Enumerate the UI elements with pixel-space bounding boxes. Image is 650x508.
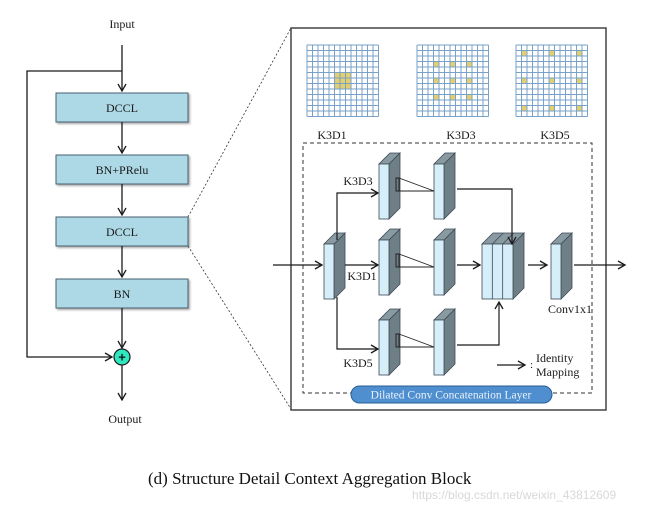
- kernel-tap: [549, 50, 555, 56]
- branch-arrow-bottom: [336, 297, 380, 354]
- concat-arrow-top: [457, 188, 517, 246]
- branch-label-top: K3D3: [343, 174, 372, 188]
- feature-map-input: [323, 232, 346, 300]
- legend-line2: Mapping: [536, 365, 579, 379]
- feature-maps: [323, 152, 573, 376]
- kernel-tap: [549, 78, 555, 84]
- detail-panel: K3D1 K3D3 K3D5 K3D3 K3D1 K3D5 Conv1x1 : …: [273, 27, 627, 411]
- block-label: DCCL: [106, 225, 138, 239]
- kernel-grid-k3d5: [515, 44, 588, 117]
- block-label: DCCL: [106, 101, 138, 115]
- kernel-tap: [466, 78, 472, 84]
- kernel-tap: [345, 83, 351, 89]
- legend-line1: Identity: [536, 351, 573, 365]
- conv1x1-label: Conv1x1: [548, 302, 592, 316]
- kernel-tap: [466, 94, 472, 100]
- kernel-grid-k3d1: [306, 44, 379, 117]
- feature-map-concat: [481, 232, 525, 300]
- kernel-grid-k3d3: [416, 44, 489, 117]
- feature-map-branch-middle-2: [433, 228, 456, 296]
- kernel-tap: [466, 61, 472, 67]
- kernel-tap: [433, 61, 439, 67]
- sum-node: +: [113, 348, 131, 366]
- kernel-tap: [576, 105, 582, 111]
- plus-icon: +: [118, 350, 126, 365]
- kernel-tap: [521, 50, 527, 56]
- feature-map-branch-bottom-1: [378, 308, 401, 376]
- receptive-field-cone: [395, 177, 435, 192]
- input-label: Input: [109, 17, 135, 31]
- kernel-tap: [521, 105, 527, 111]
- kernel-tap: [521, 78, 527, 84]
- feature-map-conv1x1: [550, 232, 573, 300]
- block-label: BN+PRelu: [96, 163, 149, 177]
- zoom-connector-bottom: [187, 245, 292, 410]
- zoom-connector-top: [187, 27, 292, 218]
- kernel-tap: [334, 72, 340, 78]
- kernel-label-k3d3: K3D3: [446, 128, 475, 142]
- kernel-tap: [549, 105, 555, 111]
- kernel-tap: [334, 78, 340, 84]
- block-dccl-1[interactable]: DCCL: [55, 92, 189, 123]
- kernel-tap: [340, 78, 346, 84]
- kernel-tap: [433, 78, 439, 84]
- branch-label-bottom: K3D5: [343, 356, 372, 370]
- kernel-label-k3d1: K3D1: [317, 128, 346, 142]
- block-bn[interactable]: BN: [55, 278, 189, 309]
- kernel-grids: [306, 44, 588, 117]
- kernel-tap: [340, 72, 346, 78]
- kernel-tap: [433, 94, 439, 100]
- kernel-tap: [450, 78, 456, 84]
- skip-connection-arrow: [26, 70, 122, 362]
- layer-title-pill: Dilated Conv Concatenation Layer: [350, 385, 553, 404]
- branch-arrow-top: [336, 188, 380, 240]
- feature-map-branch-middle-1: [378, 228, 401, 296]
- kernel-tap: [345, 78, 351, 84]
- kernel-tap: [345, 72, 351, 78]
- legend-colon: :: [530, 359, 533, 371]
- kernel-label-k3d5: K3D5: [540, 128, 569, 142]
- kernel-tap: [450, 94, 456, 100]
- layer-title: Dilated Conv Concatenation Layer: [371, 390, 532, 402]
- kernel-tap: [334, 83, 340, 89]
- concat-arrow-bottom: [457, 300, 504, 346]
- block-bn-prelu[interactable]: BN+PRelu: [55, 154, 189, 185]
- kernel-tap: [340, 83, 346, 89]
- feature-map-branch-top-2: [433, 152, 456, 220]
- output-label: Output: [108, 412, 142, 426]
- feature-map-branch-bottom-2: [433, 308, 456, 376]
- figure-caption: (d) Structure Detail Context Aggregation…: [148, 469, 472, 488]
- kernel-tap: [450, 61, 456, 67]
- branch-label-middle: K3D1: [347, 269, 376, 283]
- receptive-field-cone: [395, 333, 435, 348]
- left-flow: Input DCCL BN+PRelu DCCL BN + O: [26, 17, 189, 426]
- receptive-field-cone: [395, 253, 435, 268]
- kernel-tap: [576, 50, 582, 56]
- kernel-tap: [576, 78, 582, 84]
- block-label: BN: [114, 287, 131, 301]
- dccl-layer-box: [302, 142, 593, 394]
- block-dccl-2[interactable]: DCCL: [55, 216, 189, 247]
- feature-map-branch-top-1: [378, 152, 401, 220]
- watermark: https://blog.csdn.net/weixin_43812609: [412, 488, 617, 502]
- legend-identity-mapping: : Identity Mapping: [497, 351, 579, 379]
